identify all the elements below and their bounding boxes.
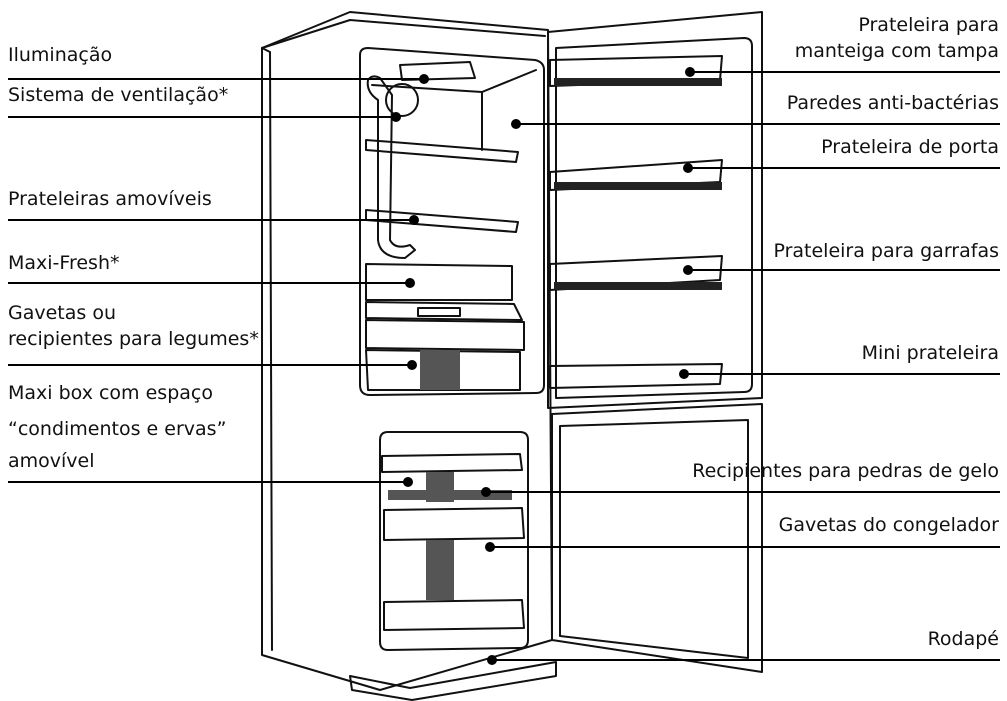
crisper-lower bbox=[365, 349, 521, 391]
label-iluminacao: Iluminação bbox=[8, 42, 112, 68]
shelf-2 bbox=[365, 209, 519, 233]
label-gavetas-line2: recipientes para legumes* bbox=[8, 328, 259, 350]
label-maxibox: Maxi box com espaço “condimentos e ervas… bbox=[8, 380, 226, 474]
maxifresh-box bbox=[365, 263, 513, 301]
label-maxibox-line1: Maxi box com espaço bbox=[8, 382, 213, 404]
label-ventilacao: Sistema de ventilação* bbox=[8, 82, 228, 108]
freezer-cavity bbox=[379, 431, 529, 651]
label-maxibox-line3: amovível bbox=[8, 450, 95, 472]
label-mini: Mini prateleira bbox=[862, 340, 999, 366]
label-gavetas: Gavetas ou recipientes para legumes* bbox=[8, 300, 259, 352]
fridge-back-wall bbox=[371, 69, 537, 151]
ventilation-column bbox=[366, 75, 416, 259]
fridge-cavity bbox=[359, 47, 545, 396]
label-maxibox-line2: “condimentos e ervas” bbox=[8, 418, 227, 440]
freezer-door bbox=[551, 403, 763, 673]
freezer-slot-2 bbox=[426, 540, 454, 600]
freezer-door-inner bbox=[559, 419, 749, 659]
crisper-top bbox=[365, 301, 523, 321]
label-garrafas: Prateleira para garrafas bbox=[773, 238, 999, 264]
label-iluminacao-text: Iluminação bbox=[8, 44, 113, 66]
bottle-shelf bbox=[549, 255, 723, 291]
freezer-drawer-3 bbox=[383, 599, 525, 631]
label-manteiga: Prateleira para manteiga com tampa bbox=[795, 12, 999, 64]
label-ventilacao-text: Sistema de ventilação* bbox=[8, 84, 229, 106]
freezer-drawer-2 bbox=[383, 507, 525, 541]
butter-shelf-lid bbox=[554, 78, 722, 86]
label-maxifresh-text: Maxi-Fresh* bbox=[8, 252, 120, 274]
label-porta-text: Prateleira de porta bbox=[821, 136, 999, 158]
light-housing bbox=[399, 61, 476, 81]
label-manteiga-line2: manteiga com tampa bbox=[794, 40, 999, 62]
cabinet-top bbox=[261, 19, 546, 49]
label-mini-text: Mini prateleira bbox=[861, 342, 999, 364]
ice-tray-left bbox=[388, 490, 436, 500]
cabinet-left-side bbox=[261, 47, 273, 651]
freezer-drawer-1 bbox=[381, 453, 523, 473]
fridge-door bbox=[547, 11, 763, 409]
label-gavetas-line1: Gavetas ou bbox=[8, 302, 116, 324]
bottle-shelf-edge bbox=[554, 282, 722, 290]
label-rodape: Rodapé bbox=[928, 626, 999, 652]
label-rodape-text: Rodapé bbox=[927, 628, 999, 650]
label-paredes: Paredes anti-bactérias bbox=[787, 90, 999, 116]
label-gelo-text: Recipientes para pedras de gelo bbox=[692, 460, 999, 482]
label-maxifresh: Maxi-Fresh* bbox=[8, 250, 120, 276]
label-gelo: Recipientes para pedras de gelo bbox=[692, 458, 999, 484]
label-prateleiras: Prateleiras amovíveis bbox=[8, 186, 212, 212]
door-shelf-edge bbox=[554, 182, 722, 190]
label-manteiga-line1: Prateleira para bbox=[858, 14, 999, 36]
mini-shelf bbox=[549, 363, 723, 389]
label-porta: Prateleira de porta bbox=[821, 134, 999, 160]
label-congelador-text: Gavetas do congelador bbox=[778, 514, 999, 536]
label-paredes-text: Paredes anti-bactérias bbox=[786, 92, 999, 114]
crisper-slot bbox=[420, 350, 460, 390]
shelf-1 bbox=[365, 139, 519, 163]
label-congelador: Gavetas do congelador bbox=[779, 512, 999, 538]
fridge-door-inner bbox=[555, 37, 753, 399]
crisper-front bbox=[365, 319, 525, 351]
plinth bbox=[349, 661, 557, 701]
label-garrafas-text: Prateleira para garrafas bbox=[773, 240, 999, 262]
fan-globe bbox=[385, 83, 419, 117]
label-prateleiras-text: Prateleiras amovíveis bbox=[8, 188, 212, 210]
